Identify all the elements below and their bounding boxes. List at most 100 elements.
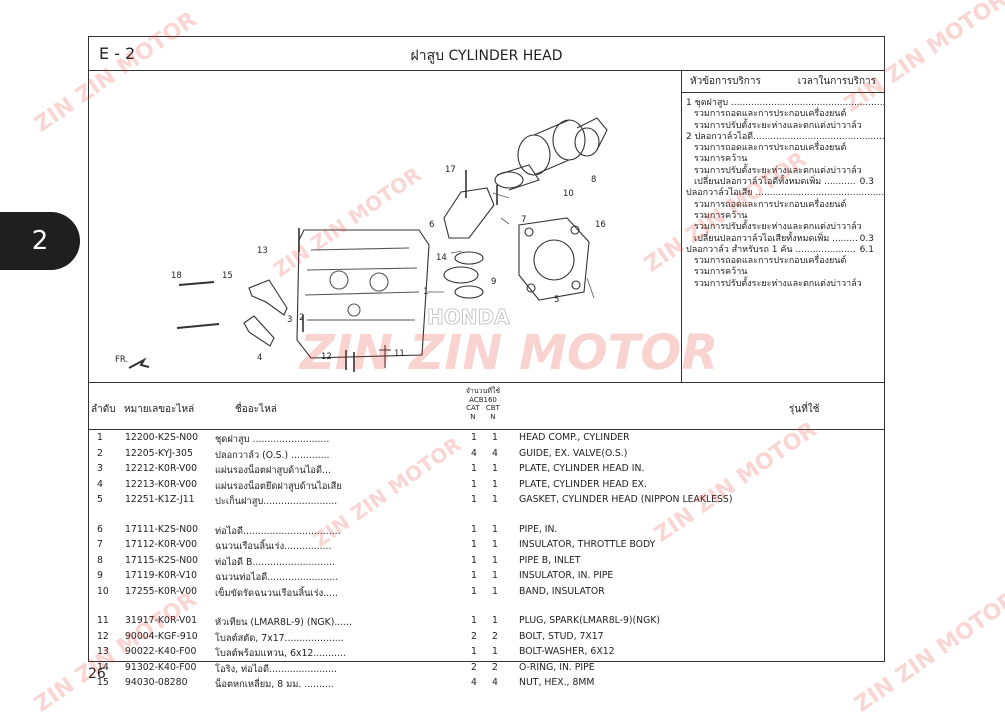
cell-q1: 2: [471, 630, 477, 642]
service-item-text: รวมการคว้าน: [694, 154, 748, 165]
callout-17: 17: [445, 165, 456, 175]
service-item-text: ปลอกวาล์วไอเสีย ........................…: [686, 188, 884, 199]
service-item-text: รวมการปรับตั้งระยะห่างและตกแต่งบ่าวาล์ว: [694, 165, 862, 176]
service-item-text: 1 ชุดฝาสูบ .............................…: [686, 98, 884, 108]
page-header: E - 2 ฝาสูบ CYLINDER HEAD: [89, 37, 884, 71]
cell-no: 12: [97, 630, 109, 642]
col-model: รุ่นที่ใช้: [789, 404, 820, 415]
cell-q1: 1: [471, 585, 477, 597]
cell-q2: 2: [492, 630, 498, 642]
callout-18: 18: [171, 271, 182, 281]
cell-th: โอริง, ท่อไอดี.......................: [215, 663, 337, 675]
cell-q2: 1: [492, 646, 498, 657]
cell-th: แผ่นรองน็อตฝาสูบด้านไอดี...: [215, 465, 331, 476]
cell-q1: 1: [471, 570, 477, 581]
service-item-text: รวมการปรับตั้งระยะห่างและตกแต่งบ่าวาล์ว: [694, 278, 862, 289]
chapter-number: 2: [31, 226, 49, 256]
service-item-text: รวมการถอดและการประกอบเครื่องยนต์: [694, 199, 847, 210]
cell-part: 91302-K40-F00: [125, 661, 197, 673]
service-item: เปลี่ยนปลอกวาล์วไอดีทั้งหมดเพิ่ม .......…: [682, 177, 884, 188]
cell-q2: 1: [492, 570, 498, 581]
cell-part: 90004-KGF-910: [125, 630, 198, 642]
cell-q1: 1: [471, 539, 477, 550]
parts-page-frame: E - 2 ฝาสูบ CYLINDER HEAD: [88, 36, 885, 690]
cell-en: PLATE, CYLINDER HEAD EX.: [519, 478, 647, 490]
cell-q1: 4: [471, 447, 477, 459]
section-code: E - 2: [99, 44, 136, 63]
chapter-tab: 2: [0, 212, 80, 270]
cell-part: 12251-K1Z-J11: [125, 494, 195, 505]
cell-en: BOLT-WASHER, 6X12: [519, 646, 615, 657]
service-item-text: เปลี่ยนปลอกวาล์วไอดีทั้งหมดเพิ่ม .......…: [694, 177, 856, 188]
service-header-right: เวลาในการบริการ: [797, 75, 876, 87]
cell-q2: 2: [492, 661, 498, 673]
cell-en: GASKET, CYLINDER HEAD (NIPPON LEAKLESS): [519, 494, 733, 505]
cell-part: 12205-KYJ-305: [125, 447, 193, 459]
cell-q2: 1: [492, 463, 498, 474]
service-item: รวมการคว้าน: [682, 267, 884, 278]
gasket-shape: [518, 217, 590, 301]
cell-en: BAND, INSULATOR: [519, 585, 605, 597]
service-item: รวมการถอดและการประกอบเครื่องยนต์: [682, 200, 884, 211]
cell-q1: 1: [471, 554, 477, 566]
intake-pipe-shape: [443, 187, 495, 239]
cell-part: 12212-K0R-V00: [125, 463, 198, 474]
service-item: รวมการปรับตั้งระยะห่างและตกแต่งบ่าวาล์ว: [682, 121, 884, 132]
cell-q1: 1: [471, 463, 477, 474]
diagram-svg: 1 2 3 4 5 6 7 8 9 10 11 12 13 14 15 16 1…: [115, 117, 608, 372]
cell-q2: 1: [492, 539, 498, 550]
service-item: รวมการคว้าน: [682, 211, 884, 222]
cell-no: 7: [97, 539, 103, 550]
cell-no: 10: [97, 585, 109, 597]
callout-1: 1: [423, 287, 428, 297]
exploded-diagram: 1 2 3 4 5 6 7 8 9 10 11 12 13 14 15 16 1…: [89, 70, 681, 382]
cell-th: เข็มขัดรัดฉนวนเรือนลิ้นเร่ง.....: [215, 587, 338, 599]
cell-th: น็อตหกเหลี่ยม, 8 มม. ..........: [215, 679, 334, 690]
cell-q1: 1: [471, 615, 477, 626]
cell-q2: 1: [492, 523, 498, 535]
cell-q1: 1: [471, 432, 477, 443]
cell-q2: 1: [492, 478, 498, 490]
service-item: ปลอกวาล์วไอเสีย ........................…: [682, 188, 884, 199]
callout-10: 10: [563, 189, 574, 199]
watermark-center: ZIN ZIN MOTOR: [300, 325, 719, 381]
cell-q1: 1: [471, 523, 477, 535]
cell-no: 4: [97, 478, 103, 490]
cell-q2: 1: [492, 494, 498, 505]
cell-en: GUIDE, EX. VALVE(O.S.): [519, 447, 628, 459]
honda-logo: HONDA: [427, 305, 510, 329]
cylinder-head-shape: [296, 229, 430, 359]
cell-no: 9: [97, 570, 103, 581]
cell-no: 2: [97, 447, 103, 459]
callout-3: 3: [287, 315, 292, 325]
cell-q2: 1: [492, 585, 498, 597]
parts-table-header: ลำดับ หมายเลขอะไหล่ ชื่ออะไหล่ จำนวนที่ใ…: [89, 382, 884, 430]
cell-no: 6: [97, 523, 103, 535]
cell-en: PLATE, CYLINDER HEAD IN.: [519, 463, 645, 474]
page-number: 26: [88, 666, 106, 682]
service-item-text: เปลี่ยนปลอกวาล์วไอเสียทั้งหมดเพิ่ม .....…: [694, 233, 858, 244]
cell-part: 17111-K2S-N00: [125, 523, 198, 535]
callout-15: 15: [222, 271, 233, 281]
service-item-text: รวมการปรับตั้งระยะห่างและตกแต่งบ่าวาล์ว: [694, 120, 862, 131]
cell-part: 12213-K0R-V00: [125, 478, 198, 490]
col-part-name: ชื่ออะไหล่: [235, 404, 277, 415]
service-item-time: 0.3: [859, 233, 874, 244]
callout-11: 11: [394, 349, 405, 359]
service-item: เปลี่ยนปลอกวาล์วไอเสียทั้งหมดเพิ่ม .....…: [682, 234, 884, 245]
cell-en: INSULATOR, IN. PIPE: [519, 570, 614, 581]
callout-2: 2: [299, 313, 304, 323]
callout-7: 7: [521, 215, 526, 225]
service-item: รวมการปรับตั้งระยะห่างและตกแต่งบ่าวาล์ว: [682, 166, 884, 177]
service-item: รวมการปรับตั้งระยะห่างและตกแต่งบ่าวาล์ว: [682, 222, 884, 233]
callout-12: 12: [321, 352, 332, 362]
service-item-text: รวมการถอดและการประกอบเครื่องยนต์: [694, 143, 847, 154]
col-no: ลำดับ: [91, 404, 116, 415]
